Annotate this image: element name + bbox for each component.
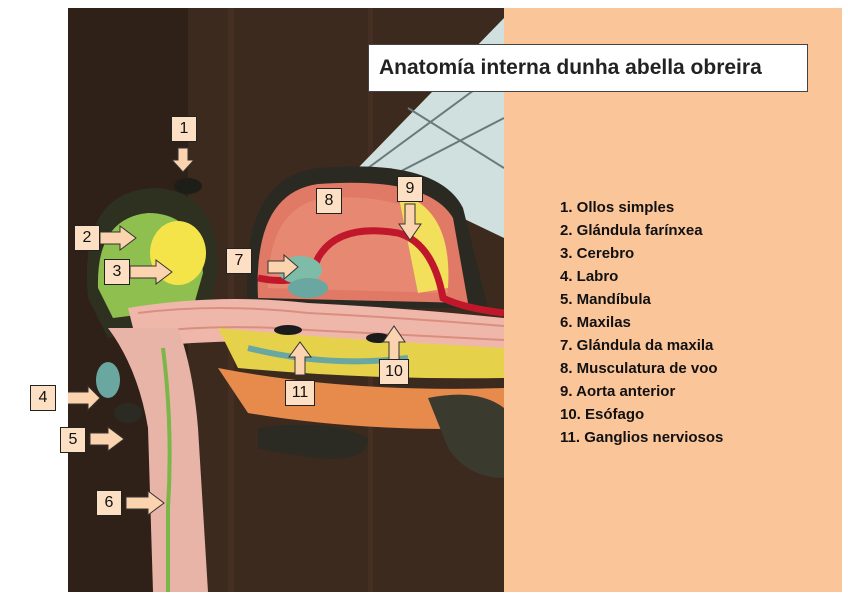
legend-item: 1. Ollos simples (560, 196, 723, 219)
diagram-title: Anatomía interna dunha abella obreira (368, 44, 808, 92)
legend-item: 9. Aorta anterior (560, 380, 723, 403)
callout-3: 3 (104, 259, 130, 285)
callout-8: 8 (316, 188, 342, 214)
legend-list: 1. Ollos simples 2. Glándula farínxea 3.… (560, 196, 723, 449)
callout-4: 4 (30, 385, 56, 411)
callout-1: 1 (171, 116, 197, 142)
legend-item: 6. Maxilas (560, 311, 723, 334)
callout-2: 2 (74, 225, 100, 251)
callout-11: 11 (285, 380, 315, 406)
callout-7: 7 (226, 248, 252, 274)
callout-10: 10 (379, 359, 409, 385)
callout-6: 6 (96, 490, 122, 516)
legend-item: 5. Mandíbula (560, 288, 723, 311)
legend-item: 10. Esófago (560, 403, 723, 426)
legend-item: 11. Ganglios nerviosos (560, 426, 723, 449)
callout-9: 9 (397, 176, 423, 202)
legend-item: 8. Musculatura de voo (560, 357, 723, 380)
legend-item: 7. Glándula da maxila (560, 334, 723, 357)
legend-item: 4. Labro (560, 265, 723, 288)
callout-5: 5 (60, 427, 86, 453)
legend-item: 3. Cerebro (560, 242, 723, 265)
bee-model-photo (68, 8, 504, 592)
legend-item: 2. Glándula farínxea (560, 219, 723, 242)
bee-illustration (68, 8, 504, 592)
